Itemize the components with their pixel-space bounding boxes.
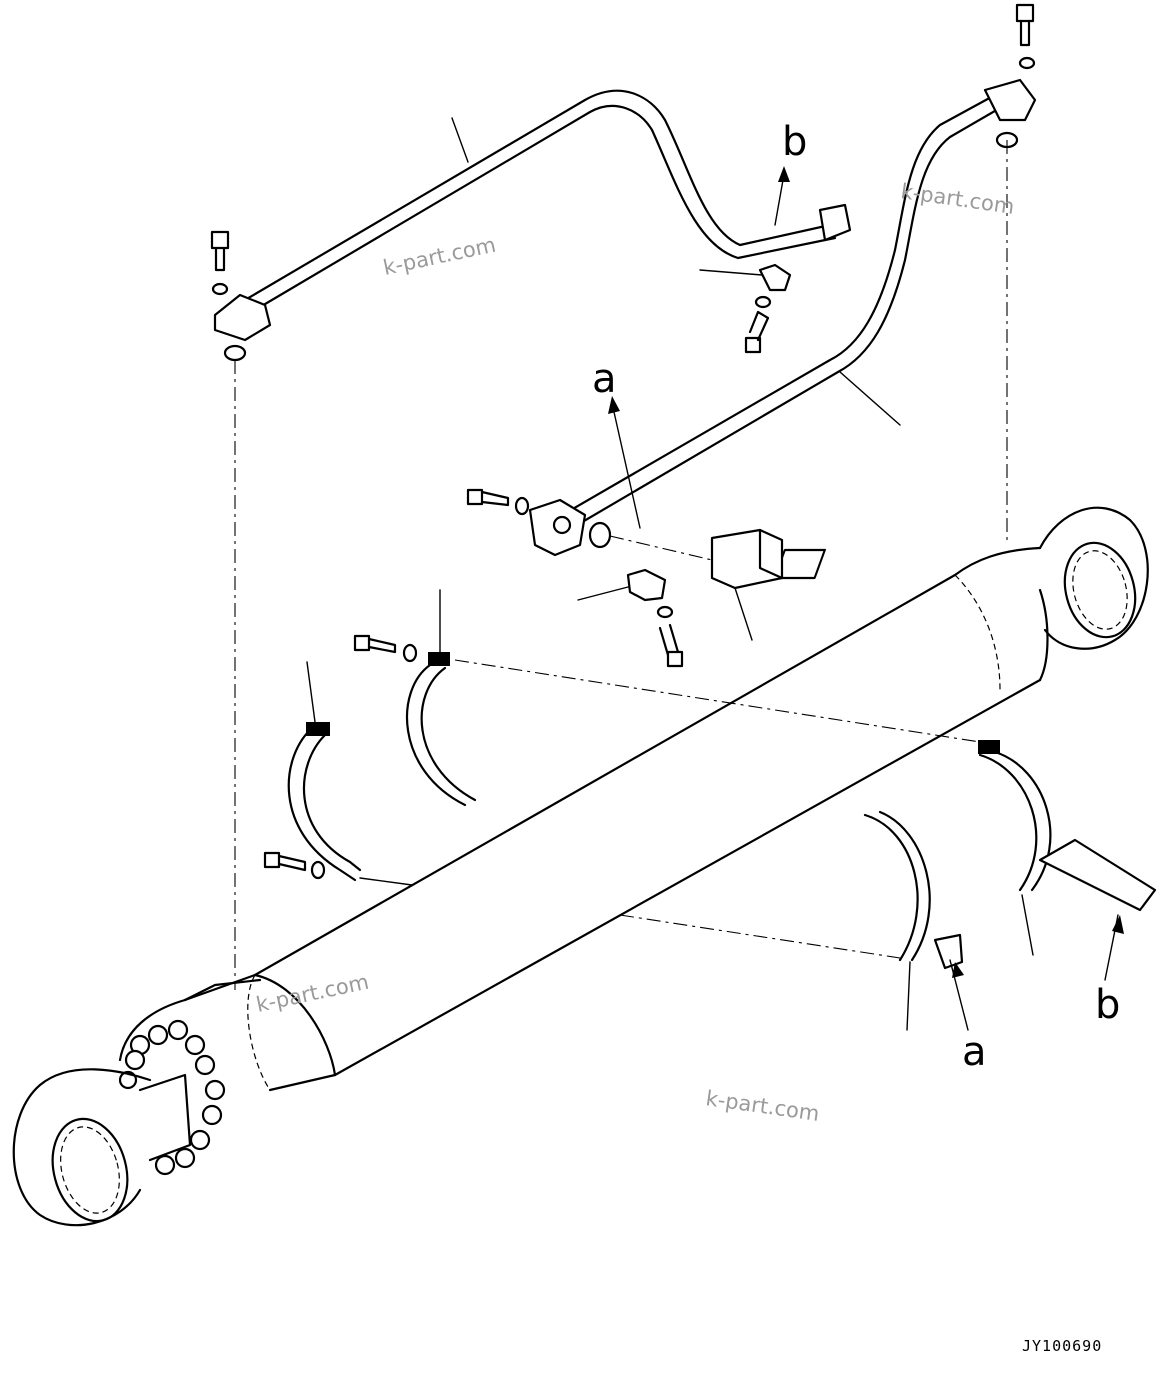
bolt-clamp-a bbox=[626, 568, 684, 668]
band-right-lower bbox=[863, 810, 964, 970]
callout-a-top: a bbox=[592, 356, 617, 402]
bolt-top-right bbox=[1015, 3, 1036, 70]
bolt-top-left bbox=[210, 230, 230, 296]
watermark: k-part.com bbox=[899, 179, 1016, 219]
watermark: k-part.com bbox=[254, 970, 371, 1017]
rod-eye bbox=[12, 1068, 192, 1227]
watermark: k-part.com bbox=[381, 233, 498, 280]
bolt-clamp-b bbox=[744, 263, 792, 354]
bolt-flange bbox=[466, 488, 530, 516]
assembly-center-lines bbox=[223, 131, 1019, 990]
callout-b-bottom: b bbox=[1095, 982, 1120, 1028]
watermark: k-part.com bbox=[704, 1086, 821, 1126]
bolt-band-upper bbox=[353, 634, 418, 663]
hydraulic-cylinder bbox=[12, 506, 1149, 1227]
bolt-band-lower bbox=[263, 851, 326, 880]
head-bolt-circle bbox=[118, 1019, 226, 1176]
spacer-block bbox=[710, 528, 784, 590]
callout-a-bottom: a bbox=[962, 1029, 987, 1075]
drawing-code: JY100690 bbox=[1022, 1337, 1102, 1355]
upper-tube-right bbox=[528, 78, 1037, 557]
upper-tube-left bbox=[213, 89, 852, 342]
bottom-eye bbox=[773, 506, 1149, 691]
band-right-with-bracket bbox=[978, 740, 1157, 912]
callout-b-top: b bbox=[782, 119, 807, 165]
band-left-upper bbox=[405, 652, 477, 807]
leader-lines bbox=[306, 117, 1124, 1031]
band-left-lower bbox=[287, 722, 362, 882]
